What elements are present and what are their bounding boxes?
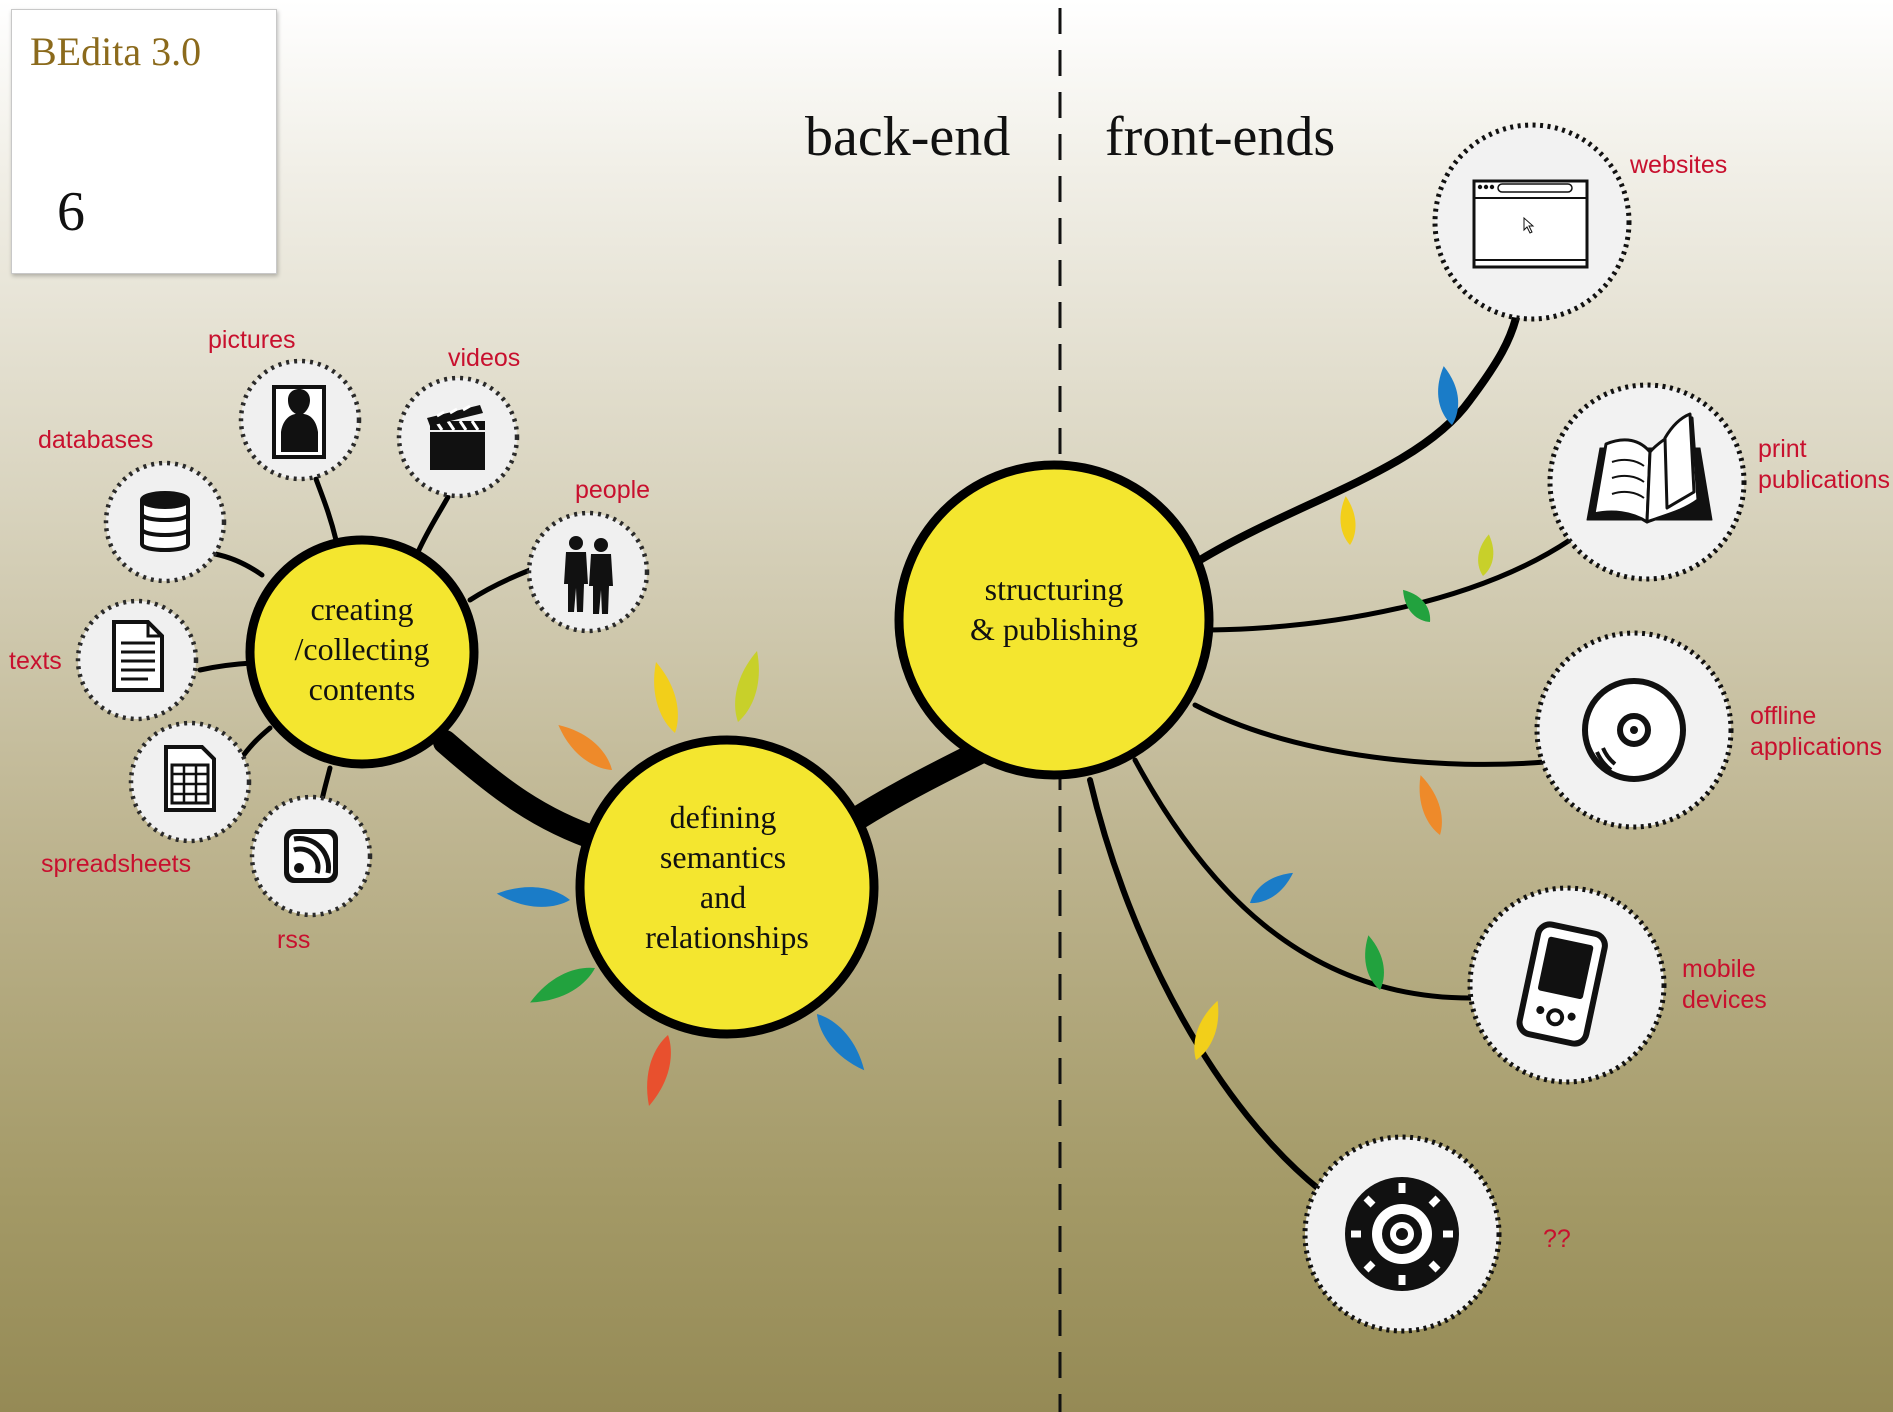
- output-branches: [1087, 314, 1573, 1193]
- branch-creating-defining: [433, 730, 612, 852]
- rss-icon: [284, 829, 338, 883]
- slide-card: BEdita 3.0 6: [11, 9, 277, 274]
- clapperboard-icon: [427, 404, 485, 470]
- label-applications: applications: [1750, 733, 1882, 761]
- hub-defining-line-2: semantics: [660, 839, 786, 875]
- hub-defining-line-4: relationships: [645, 919, 809, 955]
- label-offline: offline: [1750, 702, 1816, 730]
- label-print: print: [1758, 435, 1807, 463]
- hub-creating-line-2: /collecting: [294, 631, 429, 667]
- branch-defining-structuring: [846, 740, 992, 830]
- open-book-icon: [1586, 412, 1713, 524]
- label-spreadsheets: spreadsheets: [41, 850, 191, 878]
- label-devices: devices: [1682, 986, 1767, 1014]
- output-mobile-devices[interactable]: mobile devices: [1467, 885, 1767, 1085]
- label-pictures: pictures: [208, 326, 296, 354]
- heading-front-ends: front-ends: [1105, 106, 1335, 168]
- hub-defining-semantics: defining semantics and relationships: [575, 735, 879, 1039]
- label-mobile: mobile: [1682, 955, 1756, 983]
- hub-structuring-line-2: & publishing: [970, 611, 1138, 647]
- label-publications: publications: [1758, 466, 1890, 494]
- document-icon: [112, 620, 164, 692]
- database-icon: [140, 491, 190, 552]
- heading-back-end: back-end: [805, 106, 1010, 168]
- hub-defining-line-1: defining: [670, 799, 777, 835]
- hub-creating-line-3: contents: [309, 671, 416, 707]
- hub-structuring-publishing: structuring & publishing: [894, 460, 1214, 780]
- source-databases[interactable]: databases: [38, 426, 227, 584]
- source-rss[interactable]: rss: [249, 794, 373, 954]
- slide-number: 6: [57, 181, 85, 243]
- source-videos[interactable]: videos: [396, 344, 520, 499]
- output-offline-applications[interactable]: offline applications: [1534, 630, 1882, 830]
- pda-device-icon: [1516, 921, 1608, 1047]
- hub-structuring-line-1: structuring: [985, 571, 1124, 607]
- label-rss: rss: [277, 926, 310, 954]
- label-people: people: [575, 476, 650, 504]
- label-unknown: ??: [1543, 1225, 1571, 1253]
- label-databases: databases: [38, 426, 153, 454]
- hub-creating-collecting: creating /collecting contents: [245, 535, 479, 769]
- source-pictures[interactable]: pictures: [208, 326, 362, 482]
- source-spreadsheets[interactable]: spreadsheets: [41, 720, 252, 878]
- label-texts: texts: [9, 647, 62, 675]
- output-websites[interactable]: websites: [1432, 122, 1727, 322]
- spreadsheet-icon: [164, 745, 216, 812]
- cd-disc-icon: [1582, 678, 1686, 782]
- label-websites: websites: [1629, 151, 1727, 179]
- shotcode-icon: [1345, 1177, 1459, 1291]
- portrait-icon: [272, 385, 326, 459]
- output-unknown[interactable]: ??: [1302, 1134, 1571, 1334]
- browser-window-icon: [1472, 179, 1589, 269]
- source-people[interactable]: people: [526, 476, 650, 634]
- people-icon: [564, 536, 613, 614]
- output-print-publications[interactable]: print publications: [1547, 382, 1890, 582]
- label-videos: videos: [448, 344, 520, 372]
- source-texts[interactable]: texts: [9, 598, 199, 722]
- slide-title: BEdita 3.0: [30, 29, 202, 74]
- hub-creating-line-1: creating: [310, 591, 413, 627]
- hub-defining-line-3: and: [700, 879, 746, 915]
